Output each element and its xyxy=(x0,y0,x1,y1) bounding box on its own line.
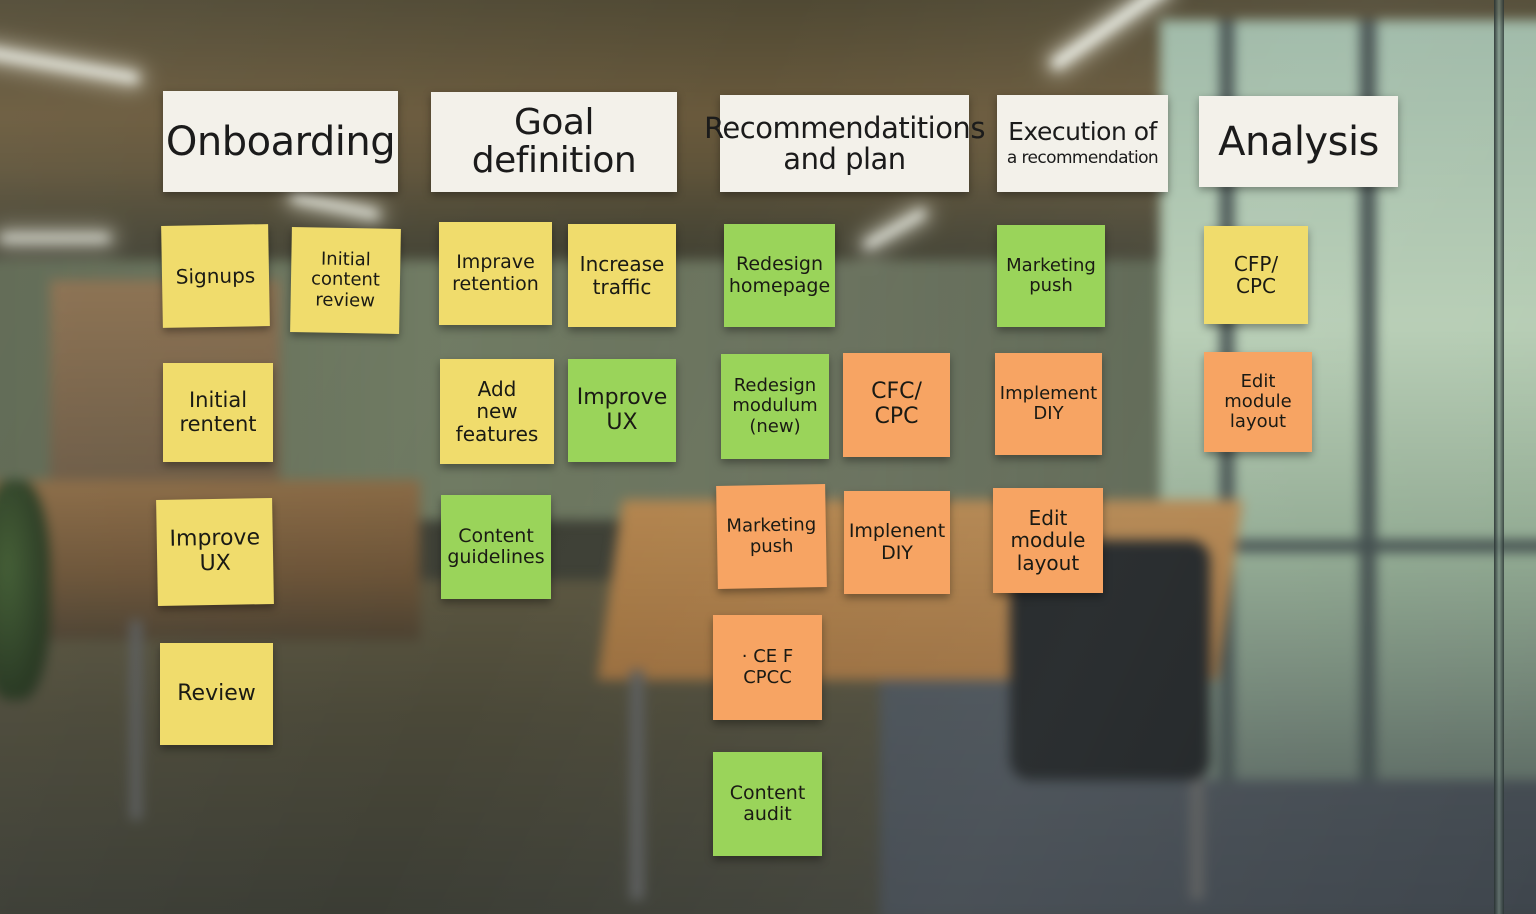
sticky-note: CFP/ CPC xyxy=(1204,226,1308,324)
sticky-note: Content guidelines xyxy=(441,495,551,599)
column-header-recommendations: Recommendatitions and plan xyxy=(704,95,985,192)
column-title-line: and plan xyxy=(783,141,906,176)
ceiling-light xyxy=(0,235,110,241)
column-header-goal-definition: Goal definition xyxy=(431,92,677,192)
column-title: Recommendatitions and plan xyxy=(704,113,985,174)
window-rail xyxy=(1160,540,1536,552)
sticky-note: Signups xyxy=(161,224,270,328)
window-mullion xyxy=(1360,20,1376,780)
sticky-note: Initial rentent xyxy=(163,363,273,462)
column-title: Goal definition xyxy=(471,102,637,181)
column-title-line: Recommendatitions xyxy=(704,111,985,146)
sticky-note: Implement DIY xyxy=(995,353,1102,455)
sticky-note: Redesign modulum (new) xyxy=(721,354,829,459)
column-header-execution: Execution of a recommendation xyxy=(997,95,1168,192)
sticky-note: Content audit xyxy=(713,752,822,856)
column-title: Onboarding xyxy=(165,118,396,165)
column-title-line: a recommendation xyxy=(1006,147,1159,168)
glass-edge xyxy=(1494,0,1504,914)
sticky-note: Implenent DIY xyxy=(844,491,950,594)
plant xyxy=(0,480,50,700)
table-leg xyxy=(630,670,644,900)
sticky-note: CFC/ CPC xyxy=(843,353,950,457)
desk-leg xyxy=(130,620,142,820)
sticky-note: Improve UX xyxy=(568,359,676,462)
sticky-note: Review xyxy=(160,643,273,745)
sticky-note: · CE F CPCC xyxy=(713,615,822,720)
sticky-note: Add new features xyxy=(440,359,554,464)
column-title: Analysis xyxy=(1218,118,1379,165)
column-title-line: Execution of xyxy=(1008,117,1157,147)
sticky-note: Initial content review xyxy=(290,227,401,334)
sticky-note: Imprave retention xyxy=(439,222,552,325)
sticky-note: Marketing push xyxy=(716,484,827,589)
sticky-note: Increase traffic xyxy=(568,224,676,327)
sticky-note: Redesign homepage xyxy=(724,224,835,327)
sticky-note: Marketing push xyxy=(997,225,1105,327)
column-title: Execution of a recommendation xyxy=(1006,117,1159,168)
sticky-note: Edit module layout xyxy=(1204,352,1312,452)
column-header-onboarding: Onboarding xyxy=(163,91,398,192)
sticky-note: Edit module layout xyxy=(993,488,1103,593)
column-header-analysis: Analysis xyxy=(1199,96,1398,187)
sticky-note: Improve UX xyxy=(156,497,274,607)
